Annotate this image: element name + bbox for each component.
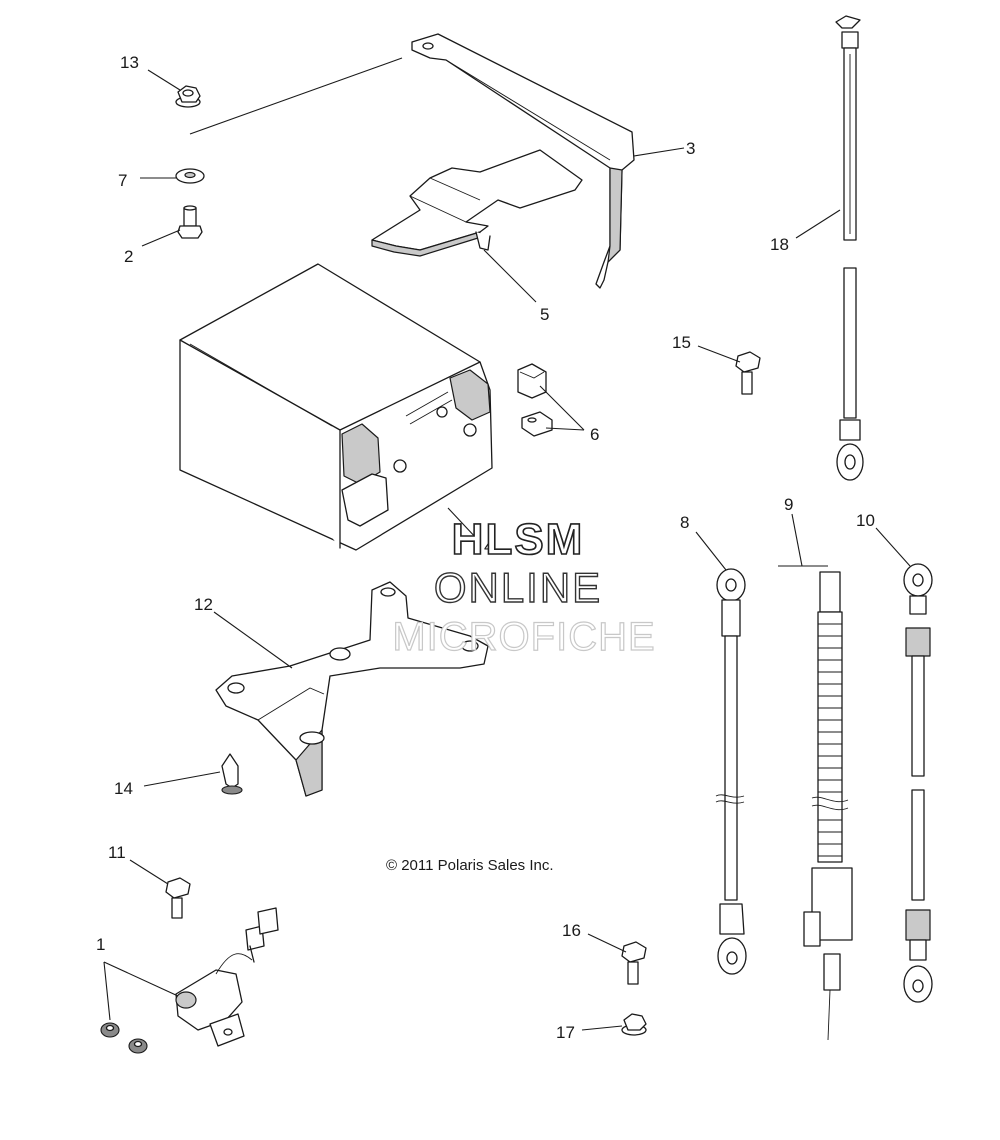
callout-5: 5 — [540, 305, 549, 324]
watermark-line-3: MICROFICHE — [392, 615, 655, 659]
harness-part-9 — [778, 565, 853, 1041]
solenoid-part-1 — [100, 907, 279, 1054]
flange-bolt-part-11 — [165, 877, 191, 919]
flange-bolt-part-16 — [621, 941, 647, 985]
hold-down-bracket-part-3 — [411, 33, 635, 289]
flange-nut-part-13 — [175, 85, 201, 108]
battery-cable-part-18 — [835, 15, 864, 481]
callout-16: 16 — [562, 921, 581, 940]
callout-17: 17 — [556, 1023, 575, 1042]
callout-10: 10 — [856, 511, 875, 530]
bolt-part-2 — [177, 205, 203, 239]
callout-12: 12 — [194, 595, 213, 614]
callout-6: 6 — [590, 425, 599, 444]
battery-pad-part-5 — [371, 149, 583, 257]
callout-7: 7 — [118, 171, 127, 190]
callout-1: 1 — [96, 935, 105, 954]
watermark-line-2: ONLINE — [434, 564, 602, 611]
callout-18: 18 — [770, 235, 789, 254]
copyright-notice: © 2011 Polaris Sales Inc. — [386, 857, 554, 874]
flange-bolt-part-15 — [735, 351, 761, 395]
bolt-and-nut-part-6 — [517, 363, 553, 437]
callout-8: 8 — [680, 513, 689, 532]
battery-cable-part-8 — [715, 568, 747, 975]
washer-part-7 — [175, 168, 205, 184]
battery-cable-part-10 — [903, 563, 933, 1003]
leader-lines — [103, 57, 911, 1031]
wire-loom-corrugation — [818, 623, 842, 857]
flange-nut-part-17 — [621, 1013, 647, 1036]
push-rivet-part-14 — [221, 753, 243, 795]
battery-part-4 — [179, 263, 493, 551]
callout-3: 3 — [686, 139, 695, 158]
callout-15: 15 — [672, 333, 691, 352]
callout-14: 14 — [114, 779, 133, 798]
callout-11: 11 — [108, 843, 126, 862]
callout-4: 4 — [484, 537, 493, 556]
watermark-line-1: HLSM — [452, 515, 585, 564]
callout-13: 13 — [120, 53, 139, 72]
support-bracket-part-12 — [215, 581, 489, 797]
watermark: HLSM ONLINE MICROFICHE — [392, 514, 656, 659]
callout-9: 9 — [784, 495, 793, 514]
callout-labels: 13 7 2 3 5 6 18 15 8 9 10 12 14 11 1 16 … — [96, 53, 875, 1042]
callout-2: 2 — [124, 247, 133, 266]
